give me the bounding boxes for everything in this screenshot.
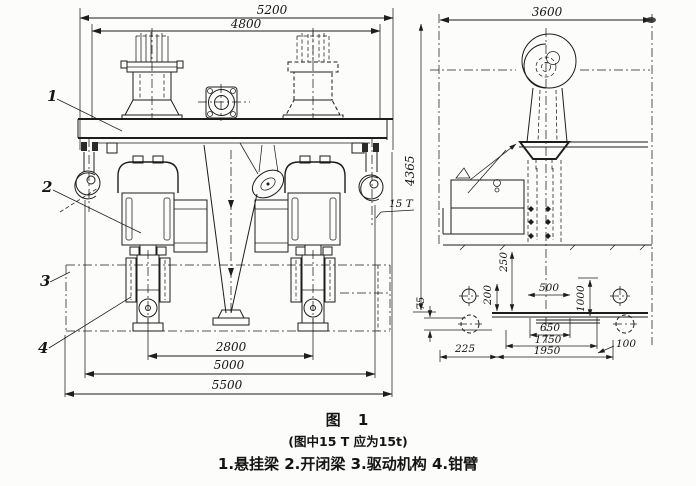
side-bottom-dimensions: 250 200 500 1000 650 1750 1950 225 100 [415, 251, 636, 362]
dim-5200: 5200 [257, 3, 288, 17]
right-motor [282, 28, 344, 120]
center-pulley [198, 84, 250, 121]
dim-1950: 1950 [534, 345, 561, 357]
suspension-beam [77, 118, 393, 154]
rope-sheave [251, 169, 285, 199]
part-label-3: 3 [40, 272, 50, 290]
figure-title: 图 1 [326, 411, 375, 429]
part-label-4: 4 [38, 339, 48, 357]
caption: 图 1 (图中15 T 应为15t) 1.悬挂梁 2.开闭梁 3.驱动机构 4.… [218, 411, 478, 473]
figure-note: (图中15 T 应为15t) [288, 434, 407, 449]
dim-500: 500 [539, 282, 559, 294]
front-bottom-dimensions: 2800 5000 5500 [64, 152, 393, 397]
dim-200: 200 [482, 285, 494, 306]
left-hook [74, 138, 101, 212]
dim-100: 100 [616, 338, 636, 350]
front-top-dimensions: 5200 4800 [79, 3, 394, 150]
part-labels: 1 2 3 4 [38, 87, 142, 357]
dim-1000: 1000 [575, 285, 587, 312]
dim-1750: 1750 [535, 334, 562, 346]
right-hook: 15 T [358, 138, 415, 225]
front-view: 5200 4800 [38, 3, 415, 397]
side-top-dimensions: 3600 4365 [403, 5, 656, 345]
figure-legend: 1.悬挂梁 2.开闭梁 3.驱动机构 4.钳臂 [218, 455, 478, 473]
part-label-2: 2 [41, 178, 52, 196]
side-left-bracket [442, 149, 525, 235]
dim-250: 250 [498, 252, 510, 273]
dim-5500: 5500 [212, 378, 243, 392]
left-clamp-assembly [117, 155, 208, 332]
side-column [469, 87, 648, 244]
side-mid-rail [443, 244, 652, 251]
side-motor [430, 28, 650, 345]
drive-mechanism-outline [59, 187, 391, 332]
dim-650: 650 [540, 322, 560, 334]
dim-4800: 4800 [230, 17, 262, 31]
hook-capacity-label: 15 T [389, 198, 414, 210]
dim-3600: 3600 [532, 5, 563, 19]
side-view: 3600 4365 [403, 5, 656, 362]
right-clamp-assembly [254, 155, 346, 332]
rope-sheave-bracket [258, 144, 279, 173]
part-label-1: 1 [47, 87, 57, 105]
dim-225: 225 [454, 343, 475, 355]
hoist-ropes [203, 142, 259, 326]
dim-2800: 2800 [215, 340, 247, 354]
side-undercarriage [424, 277, 648, 334]
left-motor [120, 28, 184, 120]
dim-75: 75 [415, 296, 427, 310]
dim-5000: 5000 [214, 358, 245, 372]
dim-4365: 4365 [403, 155, 417, 187]
